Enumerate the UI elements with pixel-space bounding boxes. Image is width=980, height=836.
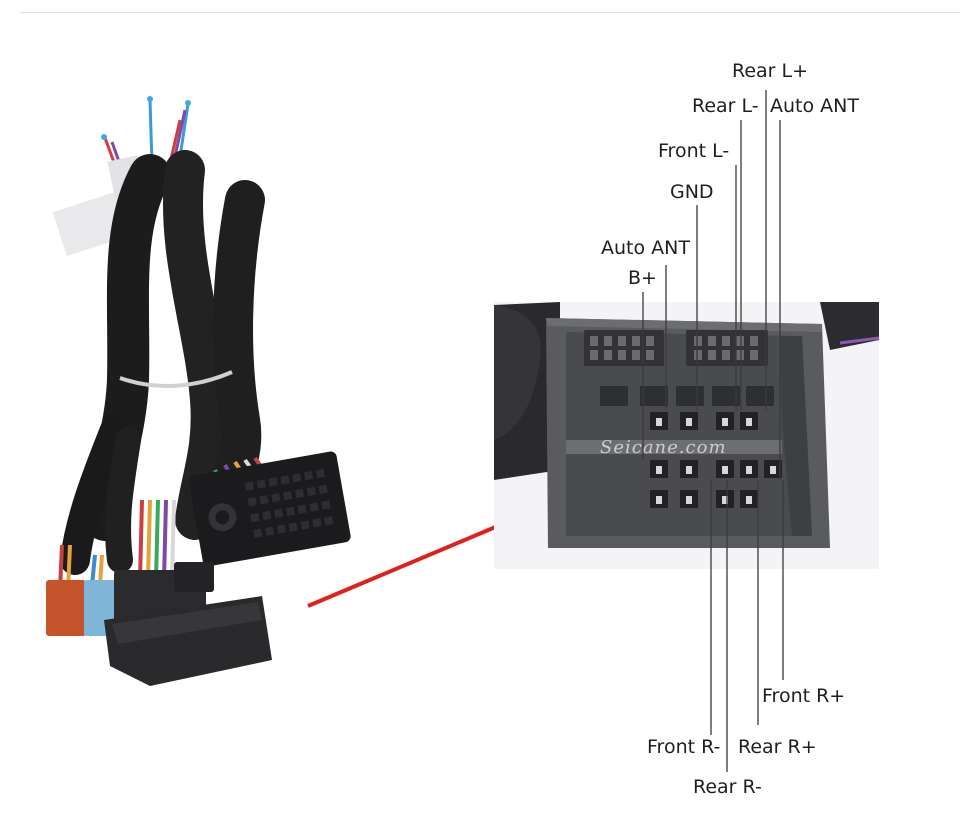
top-divider [20, 12, 960, 13]
label-auto-ant-left: Auto ANT [601, 237, 690, 259]
label-rear-l-minus: Rear L- [692, 95, 759, 117]
label-rear-r-plus: Rear R+ [738, 736, 817, 758]
label-front-r-plus: Front R+ [762, 685, 846, 707]
label-front-r-minus: Front R- [647, 736, 721, 758]
leader-lines [642, 90, 784, 772]
label-rear-l-plus: Rear L+ [732, 60, 809, 82]
connector-closeup [494, 302, 880, 569]
watermark-text: Seicane.com [600, 437, 727, 458]
label-b-plus: B+ [628, 267, 657, 289]
label-front-l-minus: Front L- [658, 140, 730, 162]
label-rear-r-minus: Rear R- [693, 776, 762, 798]
label-auto-ant-top: Auto ANT [770, 95, 859, 117]
label-gnd: GND [670, 181, 714, 203]
wiring-harness-illustration [46, 96, 351, 686]
